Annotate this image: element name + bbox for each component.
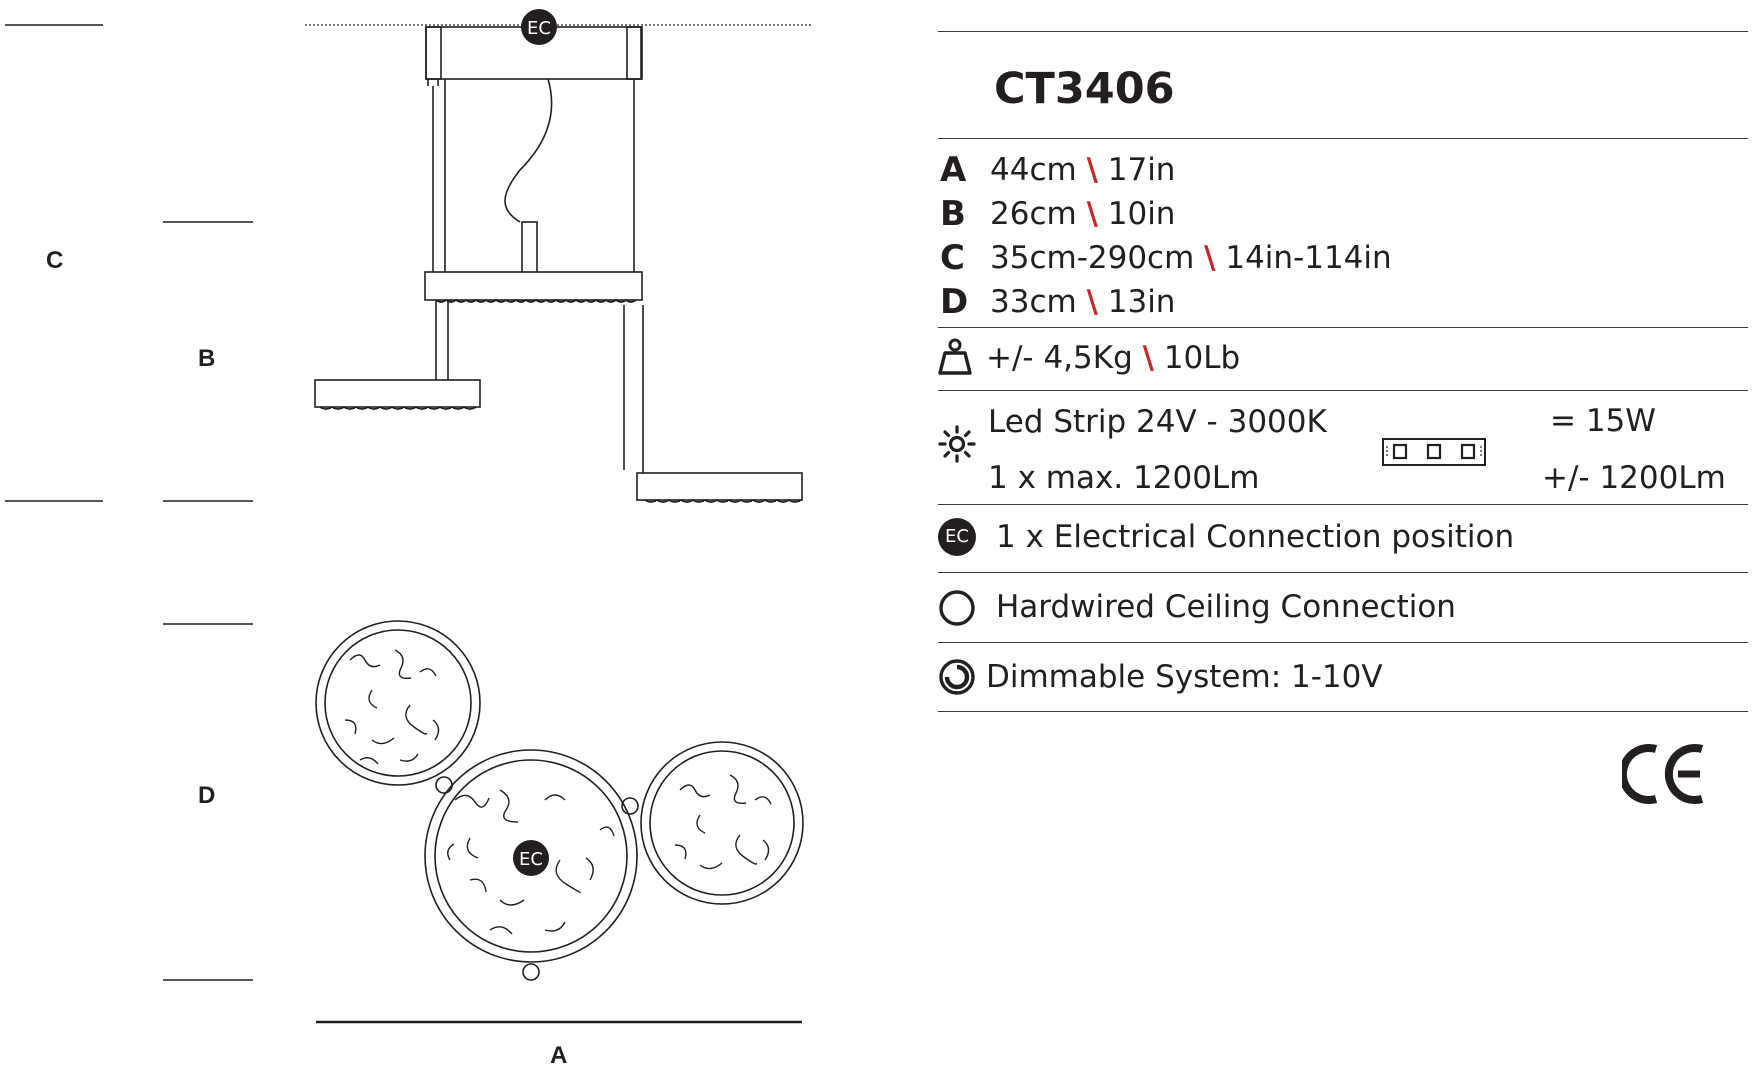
- drawing-svg: EC EC: [5, 9, 812, 1024]
- weight-icon: [938, 338, 972, 375]
- sun-icon: [938, 425, 976, 463]
- divider: [938, 504, 1748, 505]
- right-disc-side: [636, 472, 803, 501]
- dim-label-d: D: [198, 782, 216, 809]
- svg-text:EC: EC: [527, 18, 551, 39]
- dim-label-c: C: [46, 247, 64, 274]
- power-cord: [504, 78, 553, 223]
- ring-icon: [939, 590, 975, 626]
- dimmer-icon: [939, 659, 975, 695]
- svg-text:EC: EC: [519, 849, 543, 870]
- dimmable-text: Dimmable System: 1-10V: [986, 659, 1383, 695]
- dimension-letter: C: [940, 238, 965, 278]
- led-strip-icon: [1382, 438, 1486, 466]
- dimension-value: 44cm \ 17in: [990, 152, 1176, 188]
- dimension-letter: D: [940, 282, 969, 322]
- ec-badge-center: EC: [513, 840, 549, 876]
- divider: [938, 31, 1748, 32]
- spec-panel: CT3406 A 44cm \ 17in B 26cm \ 10in C 35c…: [938, 30, 1748, 730]
- light-source-text: Led Strip 24V - 3000K: [988, 404, 1327, 440]
- divider: [938, 138, 1748, 139]
- dim-label-a: A: [550, 1042, 568, 1069]
- dimension-value: 35cm-290cm \ 14in-114in: [990, 240, 1392, 276]
- lumen-text: +/- 1200Lm: [1542, 460, 1726, 496]
- divider: [938, 327, 1748, 328]
- hardwired-text: Hardwired Ceiling Connection: [996, 589, 1456, 625]
- divider: [938, 390, 1748, 391]
- ec-badge-top: EC: [521, 9, 557, 45]
- power-text: = 15W: [1550, 403, 1656, 439]
- top-view: [315, 620, 804, 981]
- technical-drawing: EC EC C B D A: [0, 0, 820, 1074]
- divider: [938, 642, 1748, 643]
- light-count-text: 1 x max. 1200Lm: [988, 460, 1260, 496]
- dimension-letter: B: [940, 194, 966, 234]
- texture-pattern: [344, 649, 772, 935]
- product-code: CT3406: [994, 64, 1175, 114]
- connection-text: 1 x Electrical Connection position: [996, 519, 1515, 555]
- divider: [938, 711, 1748, 712]
- weight-value: +/- 4,5Kg \ 10Lb: [986, 340, 1241, 376]
- divider: [938, 572, 1748, 573]
- middle-plate: [424, 271, 643, 301]
- left-disc-side: [314, 379, 481, 408]
- dimension-value: 26cm \ 10in: [990, 196, 1176, 232]
- ec-badge-icon: EC: [938, 518, 976, 556]
- dimension-value: 33cm \ 13in: [990, 284, 1176, 320]
- dimension-letter: A: [940, 150, 967, 190]
- ce-mark-icon: [1622, 744, 1704, 804]
- dim-label-b: B: [198, 345, 216, 372]
